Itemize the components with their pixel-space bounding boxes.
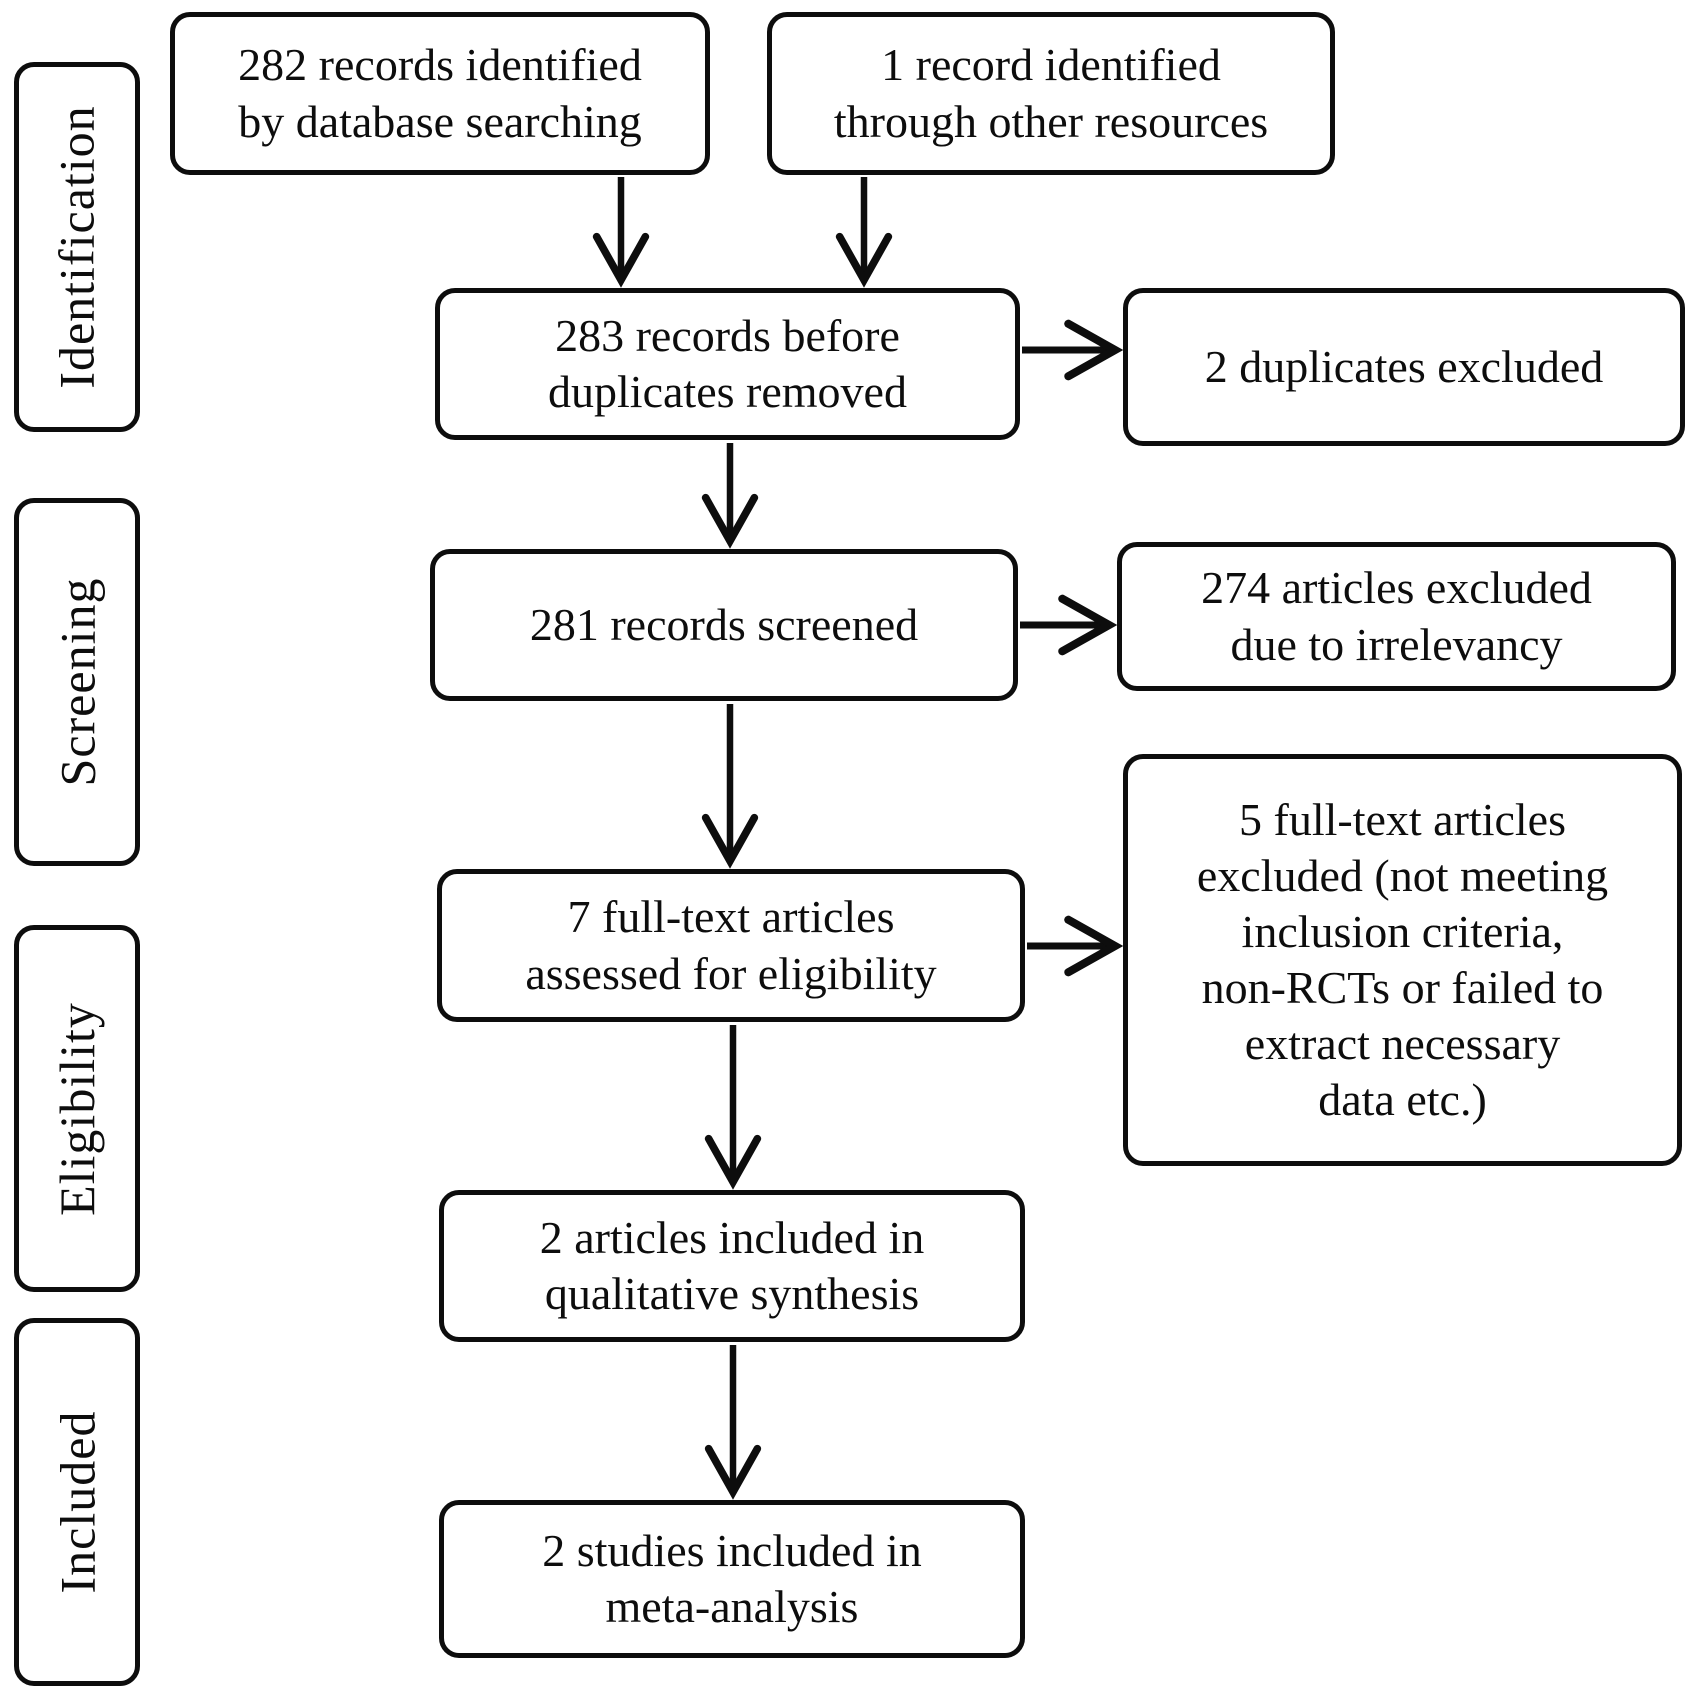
node-meta-analysis: 2 studies included in meta-analysis [439,1500,1025,1658]
node-fulltext-excluded: 5 full-text articles excluded (not meeti… [1123,754,1682,1166]
stage-label-eligibility-text: Eligibility [49,1001,106,1216]
node-records-identified-text: 282 records identified by database searc… [238,39,642,147]
node-before-duplicates: 283 records before duplicates removed [435,288,1020,440]
stage-label-eligibility: Eligibility [14,925,140,1292]
stage-label-identification-text: Identification [49,105,105,389]
node-record-other-sources: 1 record identified through other resour… [767,12,1335,175]
node-fulltext-assessed: 7 full-text articles assessed for eligib… [437,869,1025,1022]
node-records-identified: 282 records identified by database searc… [170,12,710,175]
node-duplicates-excluded: 2 duplicates excluded [1123,288,1685,446]
stage-label-included-text: Included [49,1410,105,1594]
node-fulltext-assessed-text: 7 full-text articles assessed for eligib… [525,891,937,999]
node-qualitative-synthesis: 2 articles included in qualitative synth… [439,1190,1025,1342]
node-before-duplicates-text: 283 records before duplicates removed [548,309,907,417]
node-records-screened: 281 records screened [430,549,1018,701]
stage-label-included: Included [14,1318,140,1686]
node-fulltext-excluded-text: 5 full-text articles excluded (not meeti… [1196,793,1609,1126]
stage-label-identification: Identification [14,62,140,432]
node-qualitative-synthesis-text: 2 articles included in qualitative synth… [539,1211,925,1319]
stage-label-screening: Screening [14,498,140,866]
node-record-other-sources-text: 1 record identified through other resour… [833,39,1269,147]
node-articles-excluded-irrelevancy: 274 articles excluded due to irrelevancy [1117,542,1676,691]
node-duplicates-excluded-text: 2 duplicates excluded [1204,340,1604,392]
node-meta-analysis-text: 2 studies included in meta-analysis [542,1524,922,1632]
node-records-screened-text: 281 records screened [529,598,919,650]
node-articles-excluded-irrelevancy-text: 274 articles excluded due to irrelevancy [1201,562,1592,670]
stage-label-screening-text: Screening [49,577,105,787]
